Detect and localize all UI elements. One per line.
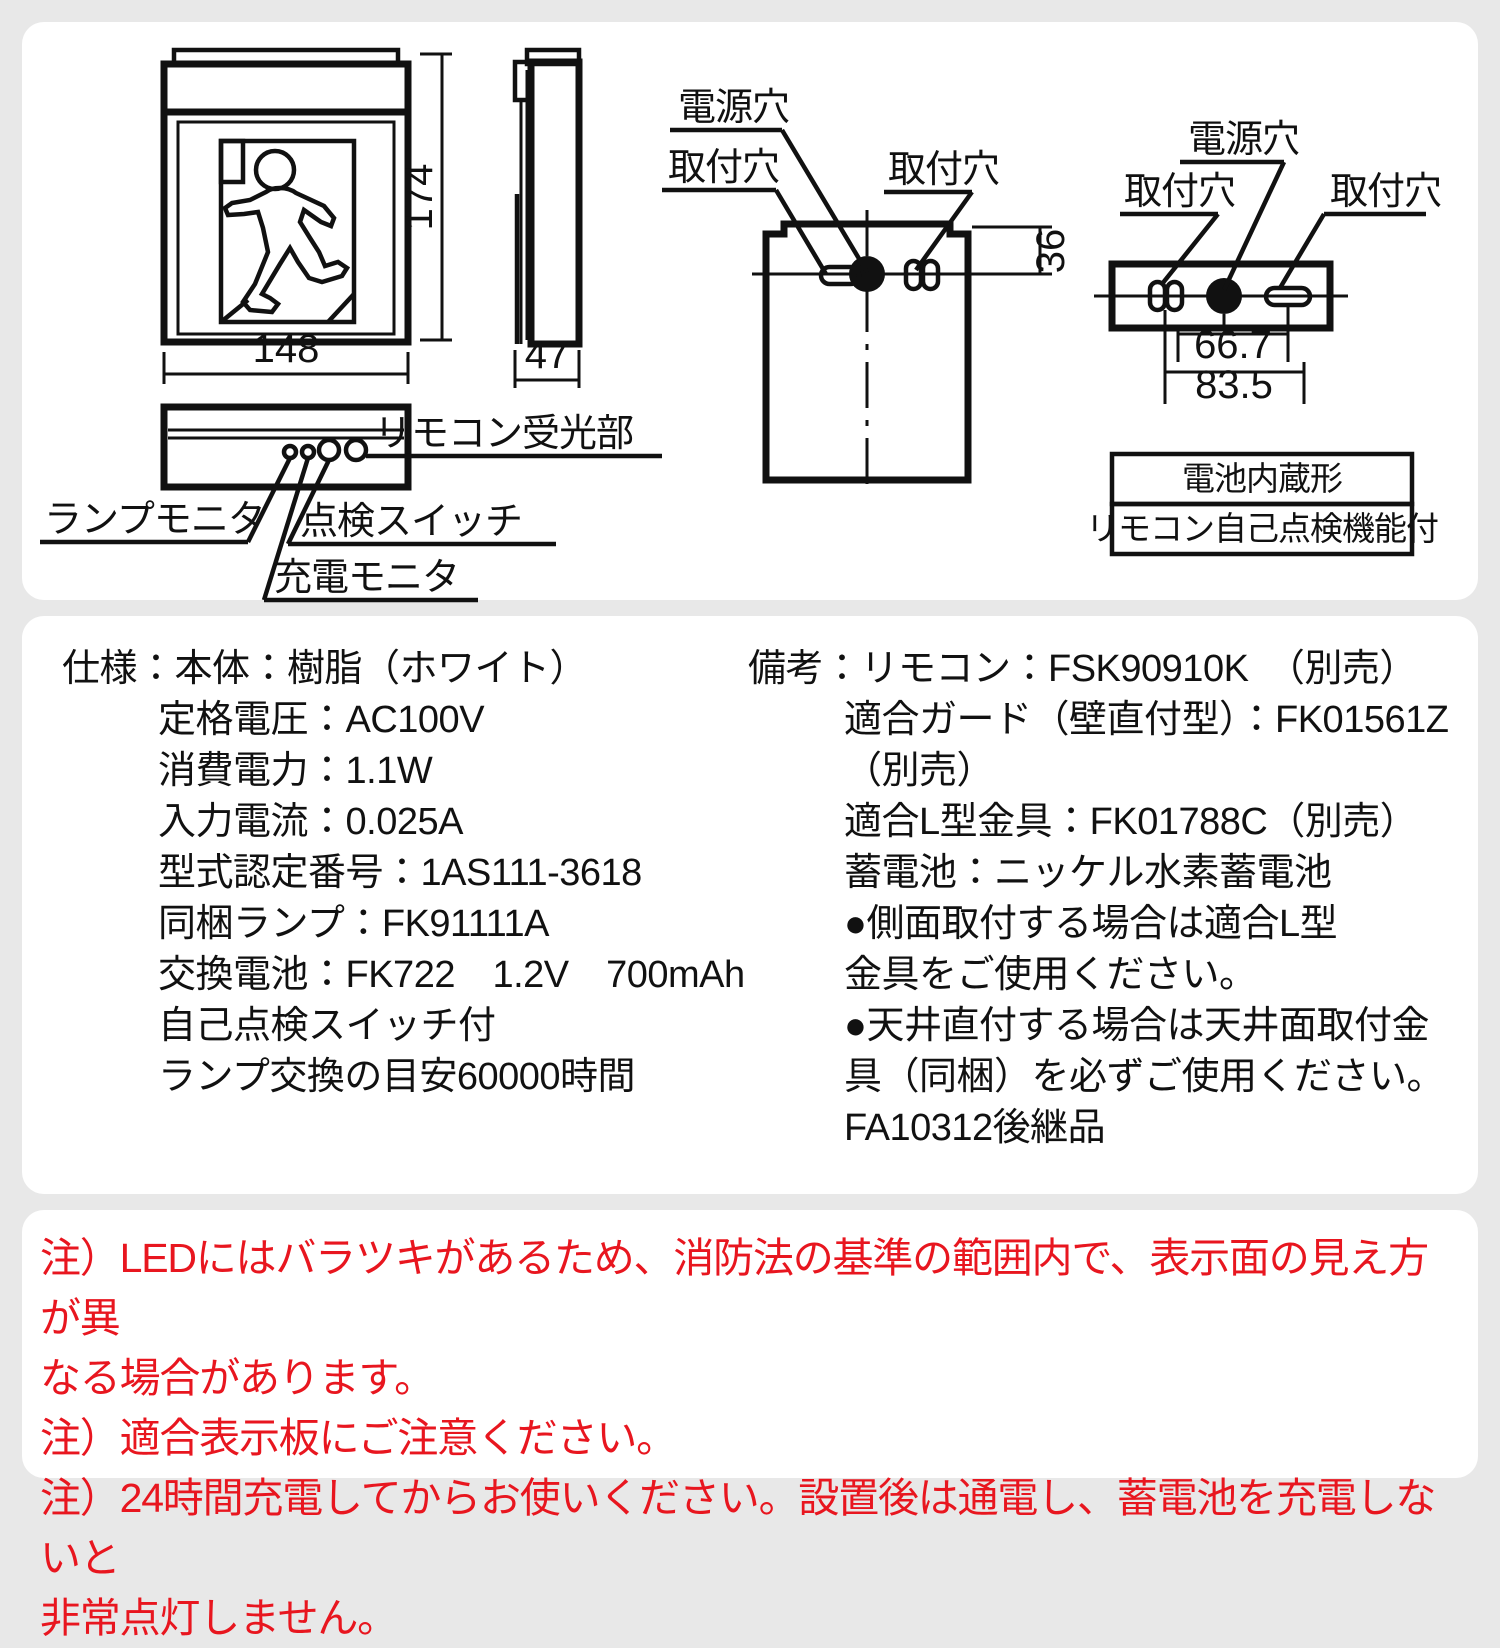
diagram-drawing: 174 148 47 — [40, 47, 1442, 603]
spec-left-line-1: 定格電圧：AC100V — [158, 699, 485, 741]
note-line-3: 注）24時間充電してからお使いください。設置後は通電し、蓄電池を充電しないと — [40, 1475, 1436, 1581]
mount-hole-left-b — [1164, 279, 1185, 313]
power-hole-filled-ceiling — [1206, 278, 1242, 314]
label-mount-hole-left-ceiling: 取付穴 — [1124, 171, 1235, 213]
spec-right-line-0: 備考：リモコン：FSK90910K （別売） — [748, 648, 1417, 690]
spec-right-line-3: 適合L型金具：FK01788C（別売） — [844, 801, 1418, 843]
mount-hole-right-b — [920, 258, 941, 292]
spec-right-line-6: 金具をご使用ください。 — [844, 954, 1257, 996]
dimension-83-5: 83.5 — [1195, 363, 1273, 407]
spec-column-left: 仕様：本体：樹脂（ホワイト） 定格電圧：AC100V 消費電力：1.1W 入力電流：0… — [62, 644, 745, 1103]
charge-monitor-dot — [299, 443, 317, 461]
spec-right-line-1: 適合ガード（壁直付型）：FK01561Z — [844, 699, 1449, 741]
remote-receiver-dot — [343, 437, 369, 463]
label-inspection-switch: 点検スイッチ — [300, 501, 522, 543]
mount-hole-left-slot — [818, 264, 862, 287]
diagram-panel: 174 148 47 — [22, 22, 1478, 603]
badge-remote-selftest — [1109, 501, 1415, 557]
spec-left-line-2: 消費電力：1.1W — [158, 750, 433, 792]
spec-right-line-7: ●天井直付する場合は天井面取付金 — [844, 1005, 1429, 1047]
notes-body: 注）LEDにはバラツキがあるため、消防法の基準の範囲内で、表示面の見え方が異なる… — [40, 1228, 1464, 1648]
label-mount-hole-right-ceiling: 取付穴 — [1330, 171, 1441, 213]
spec-column-right: 備考：リモコン：FSK90910K （別売） 適合ガード（壁直付型）：FK0156… — [748, 644, 1449, 1154]
label-mount-hole-right-wall: 取付穴 — [888, 149, 999, 191]
ceiling-mount-view-drawing: 取付穴 電源穴 取付穴 66.7 — [1094, 119, 1442, 407]
spec-right-line-8: 具（同梱）を必ずご使用ください。 — [844, 1056, 1445, 1098]
spec-left-line-0: 仕様：本体：樹脂（ホワイト） — [62, 648, 588, 690]
label-charge-monitor: 充電モニタ — [274, 557, 459, 599]
badge-remote-selftest-label: リモコン自己点検機能付 — [1086, 510, 1438, 547]
feature-badge-group: 電池内蔵形 リモコン自己点検機能付 — [1086, 451, 1439, 557]
spec-right-line-2: （別売） — [844, 750, 995, 792]
front-view-drawing: 174 148 — [160, 47, 452, 384]
dimension-36: 36 — [1029, 229, 1073, 274]
label-remote-receiver: リモコン受光部 — [374, 413, 633, 455]
lamp-monitor-dot — [281, 443, 299, 461]
label-power-hole-ceiling: 電源穴 — [1188, 119, 1299, 161]
spec-left-line-8: ランプ交換の目安60000時間 — [158, 1056, 636, 1098]
spec-left-line-7: 自己点検スイッチ付 — [158, 1005, 496, 1047]
note-line-4: 非常点灯しません。 — [40, 1595, 398, 1641]
spec-right-line-9: FA10312後継品 — [844, 1107, 1106, 1149]
spec-left-line-6: 交換電池：FK722 1.2V 700mAh — [158, 954, 745, 996]
badge-battery-builtin-label: 電池内蔵形 — [1182, 460, 1342, 497]
note-line-0: 注）LEDにはバラツキがあるため、消防法の基準の範囲内で、表示面の見え方が異 — [40, 1235, 1429, 1341]
bottom-view-drawing: リモコン受光部 ランプモニタ 充電モニタ 点検スイッチ — [40, 403, 662, 603]
side-view-drawing: 47 — [512, 47, 583, 388]
running-man-exit-pictogram — [218, 138, 357, 325]
label-lamp-monitor: ランプモニタ — [44, 499, 265, 541]
specifications-panel: 仕様：本体：樹脂（ホワイト） 定格電圧：AC100V 消費電力：1.1W 入力電流：0… — [22, 616, 1478, 1194]
inspection-switch-dot — [316, 437, 342, 463]
spec-right-line-5: ●側面取付する場合は適合L型 — [844, 903, 1338, 945]
spec-left-line-4: 型式認定番号：1AS111-3618 — [158, 852, 642, 894]
dimension-47: 47 — [525, 333, 570, 377]
spec-left-line-3: 入力電流：0.025A — [158, 801, 463, 843]
notes-panel: 注）LEDにはバラツキがあるため、消防法の基準の範囲内で、表示面の見え方が異なる… — [22, 1210, 1478, 1641]
spec-left-line-5: 同梱ランプ：FK91111A — [158, 903, 549, 945]
note-line-1: なる場合があります。 — [40, 1355, 435, 1401]
dimension-148: 148 — [253, 327, 320, 371]
wall-mount-view-drawing: 電源穴 取付穴 取付穴 36 — [662, 87, 1073, 490]
label-mount-hole-left-wall: 取付穴 — [668, 147, 779, 189]
dimension-66-7: 66.7 — [1194, 323, 1272, 367]
product-spec-sheet: 174 148 47 — [22, 22, 1478, 1641]
spec-right-line-4: 蓄電池：ニッケル水素蓄電池 — [844, 852, 1332, 894]
label-power-hole-wall: 電源穴 — [678, 87, 789, 129]
dimension-174: 174 — [397, 164, 441, 231]
power-hole-filled — [849, 256, 885, 292]
note-line-2: 注）適合表示板にご注意ください。 — [40, 1415, 677, 1461]
